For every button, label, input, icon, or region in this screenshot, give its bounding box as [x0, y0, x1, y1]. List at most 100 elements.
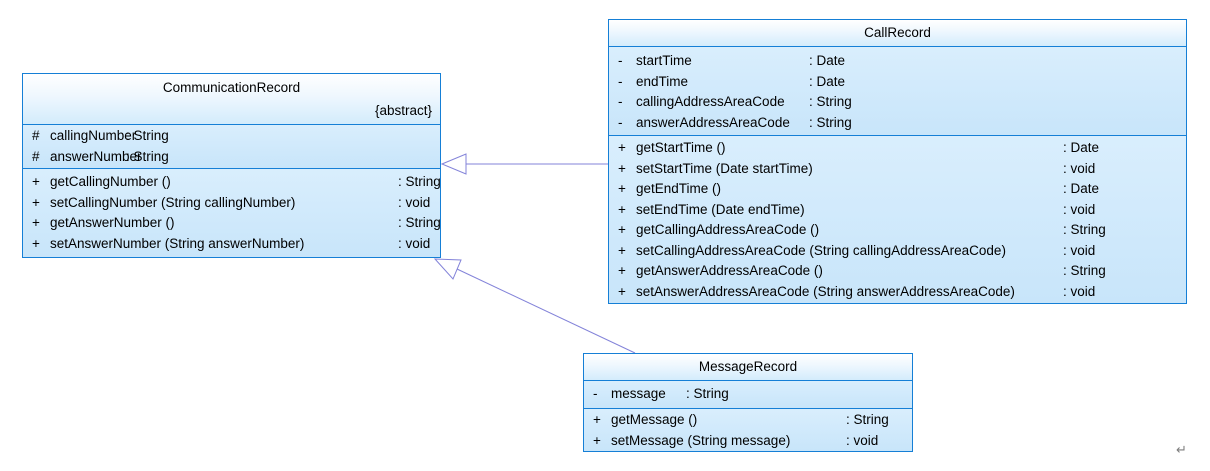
attributes-compartment: -startTime: Date -endTime: Date -calling…: [609, 46, 1186, 135]
method-name: setCallingAddressAreaCode (String callin…: [636, 242, 1006, 258]
visibility-marker: -: [593, 386, 598, 401]
methods-compartment: + getCallingNumber () : String + setCalling…: [23, 168, 440, 257]
method-row: + setCallingAddressAreaCode (String calli…: [609, 241, 1186, 262]
method-return-type: : String: [398, 215, 440, 230]
class-title-compartment: CallRecord: [609, 20, 1186, 46]
visibility-marker: -: [618, 53, 623, 68]
method-row: + setAnswerNumber (String answerNumber) : …: [23, 234, 440, 255]
method-row: + setMessage (String message) : void: [584, 431, 912, 452]
attribute-type: : String: [809, 94, 852, 109]
method-return-type: : void: [398, 194, 431, 210]
method-row: + setEndTime (Date endTime) : void: [609, 200, 1186, 221]
class-name: CommunicationRecord: [162, 80, 301, 95]
attribute-name: callingNumber: [50, 128, 137, 143]
class-title-compartment: MessageRecord: [584, 354, 912, 380]
method-name: getAnswerNumber (): [50, 215, 175, 230]
attribute-type: : String: [686, 386, 729, 401]
method-row: + getCallingAddressAreaCode () : String: [609, 220, 1186, 241]
class-box-callrecord[interactable]: CallRecord -startTime: Date -endTime: Da…: [608, 19, 1187, 304]
method-name: setAnswerAddressAreaCode (String answerA…: [636, 283, 1015, 299]
method-return-type: : void: [846, 432, 879, 448]
visibility-marker: +: [618, 263, 626, 278]
methods-compartment: + getMessage () : String + setMessage (Stri…: [584, 408, 912, 451]
attribute-name: callingAddressAreaCode: [636, 94, 785, 109]
visibility-marker: +: [618, 181, 626, 196]
method-row: + getAnswerNumber () : String: [23, 213, 440, 234]
attribute-type: : String: [809, 114, 852, 130]
visibility-marker: -: [618, 114, 623, 130]
visibility-marker: +: [618, 160, 626, 176]
method-name: getCallingAddressAreaCode (): [636, 222, 820, 237]
attribute-name: endTime: [636, 73, 689, 89]
visibility-marker: -: [618, 73, 623, 89]
visibility-marker: +: [32, 174, 40, 189]
attribute-name: message: [611, 386, 666, 401]
attribute-name: answerAddressAreaCode: [636, 114, 790, 130]
method-name: getMessage (): [611, 412, 698, 427]
class-name: CallRecord: [864, 25, 931, 40]
method-row: + getCallingNumber () : String: [23, 172, 440, 193]
attribute-type: : Date: [809, 53, 846, 68]
method-return-type: : void: [1063, 283, 1096, 299]
attribute-row: # callingNumber: String: [23, 126, 440, 147]
method-return-type: : void: [1063, 201, 1096, 217]
visibility-marker: +: [618, 242, 626, 258]
method-name: setMessage (String message): [611, 432, 791, 448]
method-row: + setStartTime (Date startTime) : void: [609, 159, 1186, 180]
visibility-marker: +: [618, 140, 626, 155]
method-row: +getStartTime (): Date: [609, 138, 1186, 159]
visibility-marker: #: [32, 148, 40, 164]
visibility-marker: +: [618, 222, 626, 237]
method-return-type: : void: [1063, 160, 1096, 176]
method-row: + setAnswerAddressAreaCode (String answer…: [609, 282, 1186, 303]
attribute-row: # answerNumber: String: [23, 147, 440, 168]
method-row: + setCallingNumber (String callingNumber)…: [23, 193, 440, 214]
method-return-type: : String: [846, 412, 889, 427]
attribute-row: -endTime : Date: [609, 72, 1186, 93]
visibility-marker: #: [32, 128, 40, 143]
attribute-row: -callingAddressAreaCode : String: [609, 92, 1186, 113]
class-box-communicationrecord[interactable]: CommunicationRecord {abstract} # callingN…: [22, 73, 441, 258]
visibility-marker: -: [618, 94, 623, 109]
line-break-mark: ↵: [1176, 442, 1187, 457]
methods-compartment: +getStartTime (): Date + setStartTime (Da…: [609, 135, 1186, 303]
method-return-type: : Date: [1063, 181, 1100, 196]
visibility-marker: +: [618, 283, 626, 299]
method-name: setStartTime (Date startTime): [636, 160, 813, 176]
method-name: setCallingNumber (String callingNumber): [50, 194, 296, 210]
attribute-name: startTime: [636, 53, 692, 68]
attributes-compartment: #callingNumber: String #answerNumber: St…: [23, 124, 440, 168]
method-name: getAnswerAddressAreaCode (): [636, 263, 823, 278]
method-return-type: : String: [398, 174, 440, 189]
class-name: MessageRecord: [698, 359, 798, 374]
method-name: getCallingNumber (): [50, 174, 171, 189]
method-return-type: : String: [1063, 222, 1106, 237]
class-box-messagerecord[interactable]: MessageRecord -message : String + getMessa…: [583, 353, 913, 452]
method-row: + getAnswerAddressAreaCode () : String: [609, 261, 1186, 282]
method-name: setEndTime (Date endTime): [636, 201, 805, 217]
attribute-name: answerNumber: [50, 148, 142, 164]
method-return-type: : void: [398, 235, 431, 251]
abstract-stereotype: {abstract}: [374, 103, 432, 118]
generalization-arrow-callrecord-to-communicationrecord[interactable]: [440, 153, 608, 175]
visibility-marker: +: [32, 215, 40, 230]
method-row: + getMessage () : String: [584, 410, 912, 431]
generalization-arrow-messagerecord-to-communicationrecord[interactable]: [433, 258, 636, 354]
attributes-compartment: -message : String: [584, 380, 912, 408]
method-return-type: : void: [1063, 242, 1096, 258]
visibility-marker: +: [32, 194, 40, 210]
attribute-type: : Date: [809, 73, 846, 89]
visibility-marker: +: [593, 432, 601, 448]
method-return-type: : String: [1063, 263, 1106, 278]
visibility-marker: +: [618, 201, 626, 217]
visibility-marker: +: [593, 412, 601, 427]
method-name: getEndTime (): [636, 181, 722, 196]
method-row: + getEndTime () : Date: [609, 179, 1186, 200]
attribute-type: : String: [126, 148, 169, 164]
method-name: setAnswerNumber (String answerNumber): [50, 235, 305, 251]
attribute-row: -startTime : Date: [609, 51, 1186, 72]
attribute-type: : String: [126, 128, 169, 143]
visibility-marker: +: [32, 235, 40, 251]
attribute-row: -answerAddressAreaCode : String: [609, 113, 1186, 134]
attribute-row: -message : String: [584, 384, 912, 405]
